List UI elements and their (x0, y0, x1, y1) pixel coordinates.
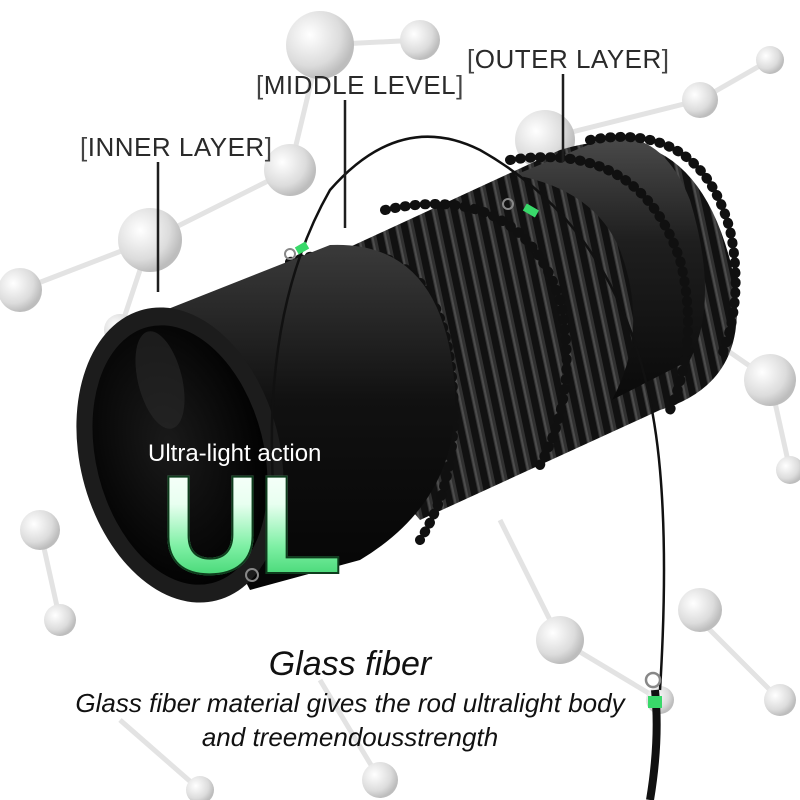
inner-layer-label: [INNER LAYER] (80, 132, 273, 162)
ultra-light-subtitle: Ultra-light action (148, 440, 322, 467)
caption-title: Glass fiber (268, 645, 432, 683)
caption-line-2: and treemendousstrength (201, 722, 499, 752)
ul-badge-text: UL (159, 446, 344, 603)
outer-layer-band (515, 137, 705, 400)
fishing-line (245, 135, 666, 800)
inner-layer-tube (76, 244, 456, 603)
callout-lines (156, 74, 565, 292)
middle-level-label: [MIDDLE LEVEL] (256, 70, 464, 100)
outer-layer-label: [OUTER LAYER] (467, 44, 670, 74)
caption-line-1: Glass fiber material gives the rod ultra… (75, 688, 625, 718)
